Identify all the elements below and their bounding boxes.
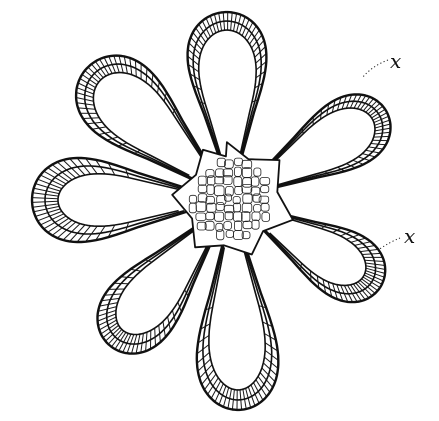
lobe-outer-wall xyxy=(32,158,189,242)
lobe-upper-right xyxy=(262,94,390,188)
label-x-upper: x xyxy=(390,49,401,73)
leader-line-upper xyxy=(362,60,388,78)
wall-midline xyxy=(265,101,383,186)
label-x-lower: x xyxy=(404,224,415,248)
leader-line-lower xyxy=(378,238,400,250)
wall-midline xyxy=(203,243,272,400)
lobe-top xyxy=(188,12,267,162)
wall-midline xyxy=(45,166,184,234)
lobe-inner-wall xyxy=(58,174,179,226)
lobe-lower-right xyxy=(262,212,385,302)
lobe-bottom-right xyxy=(197,239,278,410)
lobe-left xyxy=(32,158,189,242)
